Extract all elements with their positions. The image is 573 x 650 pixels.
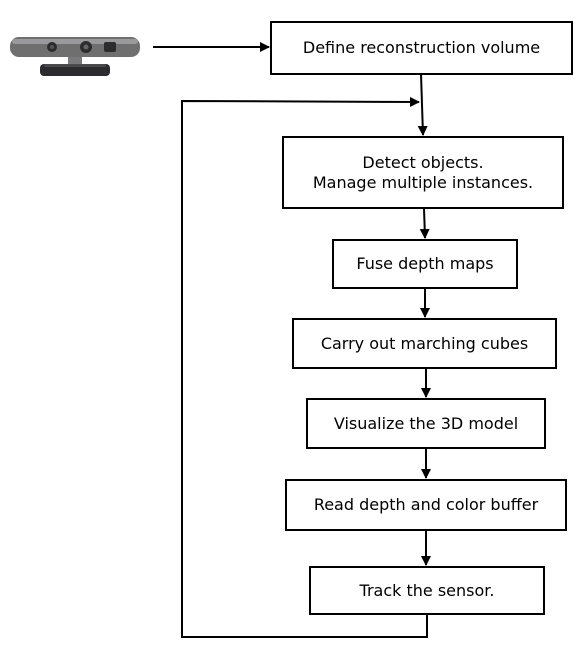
step-detect-objects: Detect objects. Manage multiple instance… <box>282 136 564 209</box>
step-label: Track the sensor. <box>359 580 495 600</box>
arrow-detect-to-fuse <box>419 207 430 239</box>
step-track-sensor: Track the sensor. <box>309 566 545 615</box>
step-label: Detect objects. <box>362 152 484 172</box>
depth-camera-icon <box>10 37 140 76</box>
step-label: Define reconstruction volume <box>302 38 541 57</box>
step-visualize-model: Visualize the 3D model <box>306 398 546 449</box>
step-define-volume: Define reconstruction volume <box>270 21 573 75</box>
step-label-line2: Manage multiple instances. <box>312 172 534 192</box>
step-label: Visualize the 3D model <box>333 413 519 433</box>
step-label: Read depth and color buffer <box>313 495 539 514</box>
step-marching-cubes: Carry out marching cubes <box>292 318 557 369</box>
loop-back-arrow <box>181 96 428 638</box>
arrow-define-to-detect <box>417 73 428 136</box>
step-label: Fuse depth maps <box>356 254 494 273</box>
step-label: Carry out marching cubes <box>320 333 529 353</box>
step-fuse-depth-maps: Fuse depth maps <box>332 239 518 289</box>
step-read-buffer: Read depth and color buffer <box>285 479 567 531</box>
